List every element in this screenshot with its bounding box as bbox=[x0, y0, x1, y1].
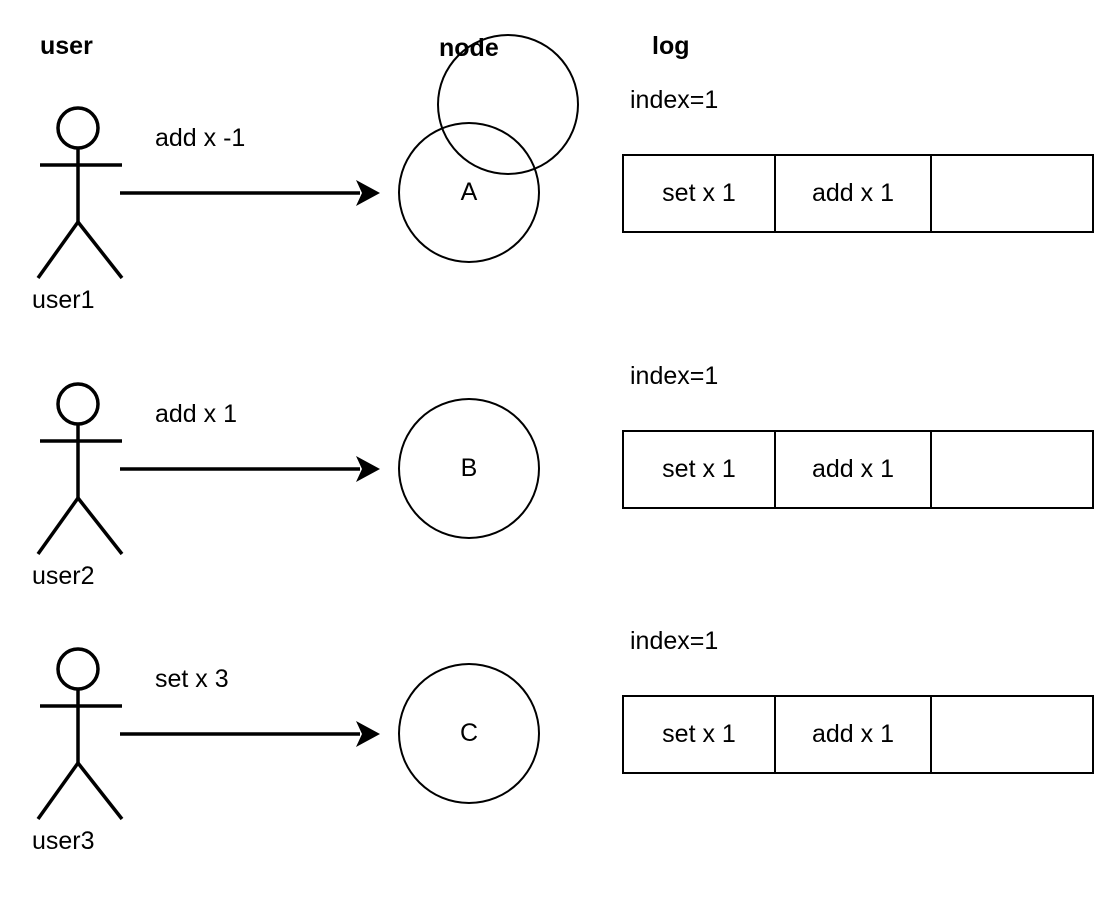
log-entry-cell: add x 1 bbox=[776, 432, 932, 507]
node-label: A bbox=[460, 178, 478, 206]
stick-figure-icon bbox=[30, 641, 130, 826]
log-entry-cell: add x 1 bbox=[776, 156, 932, 231]
message-label: add x 1 bbox=[155, 400, 238, 428]
log-entry-cell: add x 1 bbox=[776, 697, 932, 772]
diagram-row: user2 add x 1 B index=1 set x 1 add x 1 bbox=[0, 276, 1118, 589]
node-label: C bbox=[459, 719, 479, 747]
log-entry-cell-empty bbox=[932, 432, 1092, 507]
log-entry-cell: set x 1 bbox=[624, 156, 776, 231]
message-label: set x 3 bbox=[155, 665, 229, 693]
log-table: set x 1 add x 1 bbox=[622, 695, 1094, 774]
arrow-right-icon bbox=[118, 713, 388, 759]
log-table: set x 1 add x 1 bbox=[622, 154, 1094, 233]
actor-label: user3 bbox=[32, 827, 95, 855]
node-circle: C bbox=[398, 663, 540, 804]
diagram-row: user1 add x -1 A index=1 set x 1 add x 1 bbox=[0, 0, 1118, 313]
log-index-label: index=1 bbox=[630, 362, 719, 390]
stick-figure-icon bbox=[30, 376, 130, 561]
arrow-right-icon bbox=[118, 172, 388, 218]
log-index-label: index=1 bbox=[630, 86, 719, 114]
column-header-user: user bbox=[40, 32, 93, 60]
actor-label: user2 bbox=[32, 562, 95, 590]
stick-figure-icon bbox=[30, 100, 130, 285]
node-circle: B bbox=[398, 398, 540, 539]
log-entry-cell: set x 1 bbox=[624, 432, 776, 507]
diagram-row: user3 set x 3 C index=1 set x 1 add x 1 bbox=[0, 541, 1118, 854]
message-label: add x -1 bbox=[155, 124, 246, 152]
log-table: set x 1 add x 1 bbox=[622, 430, 1094, 509]
log-entry-cell-empty bbox=[932, 156, 1092, 231]
log-entry-cell: set x 1 bbox=[624, 697, 776, 772]
node-label: B bbox=[460, 454, 478, 482]
column-header-log: log bbox=[652, 32, 690, 60]
log-index-label: index=1 bbox=[630, 627, 719, 655]
actor-label: user1 bbox=[32, 286, 95, 314]
node-circle: A bbox=[398, 122, 540, 263]
arrow-right-icon bbox=[118, 448, 388, 494]
log-entry-cell-empty bbox=[932, 697, 1092, 772]
